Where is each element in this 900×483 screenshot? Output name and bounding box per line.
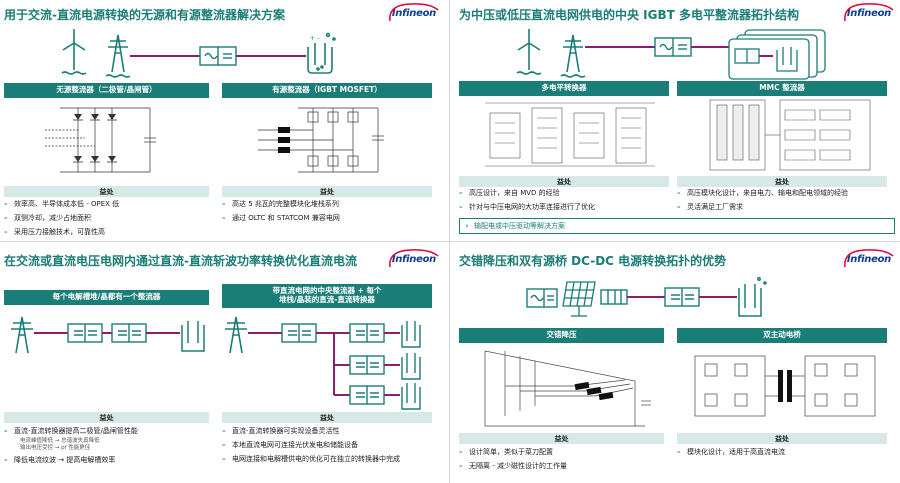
list-item: –设计简单，类似于菜刀配置 — [459, 448, 553, 456]
power-pylon-icon — [105, 34, 131, 78]
passive-rectifier-circuit-diagram — [45, 107, 156, 173]
list-item: –直流-直流转换器提高二极管/晶闸管性能 — [4, 427, 138, 435]
list-item: –高压设计，来自 MVD 的经验 — [459, 189, 560, 197]
logo-swoosh-icon — [844, 249, 894, 268]
interleaved-benefits-header: 益处 — [459, 433, 664, 444]
per-stack-benefits-list: –直流-直流转换器提高二极管/晶闸管性能 电流峰值降低 → 总谐波失真降低 输出… — [4, 427, 138, 470]
central-rectifier-diagram — [225, 316, 421, 410]
per-stack-benefits-header: 益处 — [4, 412, 209, 423]
infineon-logo: Infineon — [846, 8, 891, 19]
list-item: –模块化设计，适用于高直流电流 — [677, 448, 785, 456]
panel-multilevel-rectifier: 为中压或低压直流电网供电的中央 IGBT 多电平整流器拓扑结构 Infineon — [455, 0, 899, 237]
rectifier-box-icon — [67, 323, 103, 343]
multilevel-converter-header: 多电平转换器 — [459, 81, 669, 96]
dual-active-bridge-header: 双主动电桥 — [677, 328, 887, 343]
list-item: –无隔离 - 减少磁性设计的工作量 — [459, 461, 567, 470]
list-item: –电网连接和电解槽供电的优化可在独立的转换器中完成 — [222, 454, 400, 463]
energy-chain-diagram: + - — [61, 29, 336, 78]
list-item: –针对与中压电网的大功率连接进行了优化 — [459, 202, 595, 211]
list-item: –灵活满足工厂需求 — [677, 202, 743, 211]
list-item: –高达 5 兆瓦的完整模块化堆栈系列 — [222, 200, 339, 208]
list-item: –双侧冷却，减少占地面积 — [4, 213, 91, 222]
dual-active-bridge-circuit-diagram — [694, 355, 876, 417]
panel-title: 用于交流-直流电源转换的无源和有源整流器解决方案 — [4, 8, 285, 22]
panel-dcdc-chopper: 在交流或直流电压电网内通过直流-直流斩波功率转换优化直流电流 Infineon … — [0, 246, 444, 483]
electrolyzer-icon — [181, 321, 205, 352]
panel-interleaved-buck-dab: 交错降压和双有源桥 DC-DC 电源转换拓扑的优势 Infineon 交错降压 … — [455, 246, 899, 483]
horizontal-separator — [0, 241, 900, 242]
central-rectifier-header-line2: 堆栈/晶装的直流-直流转换器 — [279, 295, 375, 304]
list-item: –降低电流纹波 → 提高电解槽效率 — [4, 455, 116, 464]
electrolyzer-icon: + - — [307, 32, 336, 74]
list-item: –通过 OLTC 和 STATCOM 兼容电网 — [222, 213, 340, 222]
mmc-benefits-header: 益处 — [677, 176, 887, 187]
list-item: –直流-直流转换器可实现设备灵活性 — [222, 427, 340, 435]
interleaved-buck-header: 交错降压 — [459, 328, 664, 343]
mmc-benefits-list: –高压模块化设计，来自电力、输电和配电领域的经验 –灵活满足工厂需求 — [677, 189, 848, 217]
panel-title: 为中压或低压直流电网供电的中央 IGBT 多电平整流器拓扑结构 — [459, 8, 800, 22]
panel-rectifier-solutions: 用于交流-直流电源转换的无源和有源整流器解决方案 Infineon + - 无源… — [0, 0, 444, 237]
panel-title: 在交流或直流电压电网内通过直流-直流斩波功率转换优化直流电流 — [4, 254, 357, 268]
ac-dc-converter-icon — [526, 288, 558, 308]
list-subitem: 电流峰值降低 → 总谐波失真降低 — [20, 437, 100, 444]
solutions-link[interactable]: › 输配电或中压驱动等解决方案 — [459, 218, 895, 234]
multilevel-converter-circuit-diagram — [485, 102, 655, 167]
interleaved-buck-circuit-diagram — [484, 350, 651, 427]
logo-swoosh-icon — [389, 249, 439, 268]
wind-turbine-icon — [61, 29, 87, 75]
central-benefits-header: 益处 — [222, 412, 432, 423]
passive-benefits-header: 益处 — [4, 186, 209, 197]
infineon-logo: Infineon — [846, 254, 891, 265]
infineon-logo: Infineon — [391, 254, 436, 265]
power-pylon-icon — [11, 316, 33, 354]
electrolyzer-icon — [738, 277, 767, 317]
mmc-rectifier-circuit-diagram — [709, 99, 871, 171]
list-item: –高压模块化设计，来自电力、输电和配电领域的经验 — [677, 189, 848, 197]
electrolyzer-stack-icon — [728, 29, 826, 80]
chevron-right-icon: › — [465, 222, 469, 230]
per-stack-rectifier-diagram — [11, 316, 205, 354]
wind-turbine-icon — [516, 29, 542, 75]
active-benefits-list: –高达 5 兆瓦的完整模块化堆栈系列 –通过 OLTC 和 STATCOM 兼容… — [222, 200, 340, 228]
ac-dc-converter-icon — [654, 37, 692, 57]
central-benefits-list: –直流-直流转换器可实现设备灵活性 –本地直流电网可连接光伏发电和储能设备 –电… — [222, 427, 400, 469]
passive-rectifier-header: 无源整流器（二极管/晶闸管） — [4, 83, 209, 98]
multilevel-benefits-header: 益处 — [459, 176, 669, 187]
ac-dc-converter-icon — [199, 46, 237, 66]
svg-text:+ -: + - — [310, 35, 319, 42]
battery-icon — [600, 289, 628, 305]
dab-benefits-list: –模块化设计，适用于高直流电流 — [677, 448, 785, 462]
list-item: –本地直流电网可连接光伏发电和储能设备 — [222, 440, 358, 449]
interleaved-benefits-list: –设计简单，类似于菜刀配置 –无隔离 - 减少磁性设计的工作量 — [459, 448, 567, 476]
list-item: –效率高、半导体成本低 - OPEX 低 — [4, 200, 120, 208]
list-subitem: 输出电压受控 → pf 性能更佳 — [20, 445, 91, 452]
logo-swoosh-icon — [844, 3, 894, 22]
electrolyzer-icon — [401, 321, 421, 410]
central-rectifier-header-line1: 带直流电网的中央整流器 + 每个 — [272, 286, 382, 296]
active-rectifier-header: 有源整流器（IGBT MOSFET） — [222, 83, 432, 98]
panel-title: 交错降压和双有源桥 DC-DC 电源转换拓扑的优势 — [459, 254, 727, 268]
list-item: –采用压力接触技术，可靠性高 — [4, 227, 105, 236]
energy-chain-diagram — [516, 29, 826, 80]
per-stack-rectifier-header: 每个电解槽堆/晶都有一个整流器 — [4, 290, 209, 305]
active-rectifier-circuit-diagram — [258, 107, 384, 173]
active-benefits-header: 益处 — [222, 186, 432, 197]
rectifier-box-icon — [281, 323, 317, 343]
mmc-rectifier-header: MMC 整流器 — [677, 81, 887, 96]
central-rectifier-header: 带直流电网的中央整流器 + 每个 堆栈/晶装的直流-直流转换器 — [222, 284, 432, 308]
passive-benefits-list: –效率高、半导体成本低 - OPEX 低 –双侧冷却，减少占地面积 –采用压力接… — [4, 200, 119, 237]
dcdc-converter-icon — [111, 323, 147, 343]
power-pylon-icon — [560, 34, 586, 78]
solar-panel-icon — [562, 281, 596, 317]
power-pylon-icon — [225, 316, 247, 354]
infineon-logo: Infineon — [391, 8, 436, 19]
dcdc-converter-icon — [664, 287, 700, 307]
logo-swoosh-icon — [389, 3, 439, 22]
energy-chain-diagram — [526, 277, 767, 317]
multilevel-benefits-list: –高压设计，来自 MVD 的经验 –针对与中压电网的大功率连接进行了优化 — [459, 189, 595, 217]
dab-benefits-header: 益处 — [677, 433, 887, 444]
solutions-link-label: 输配电或中压驱动等解决方案 — [474, 222, 565, 230]
